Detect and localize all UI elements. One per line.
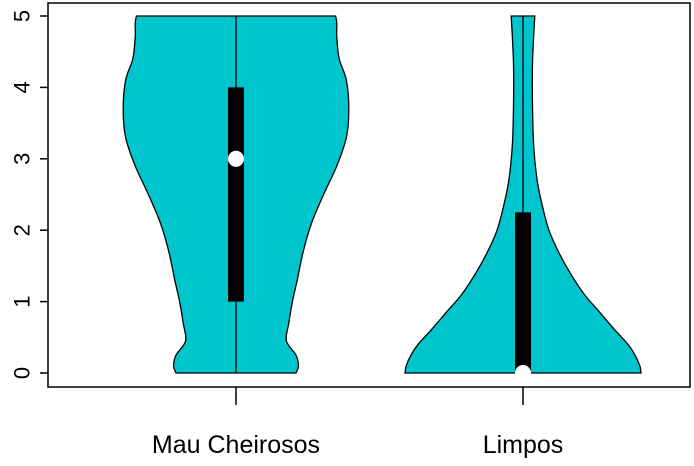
y-tick-label: 0 <box>10 367 35 379</box>
violins <box>122 15 642 381</box>
y-tick-label: 5 <box>10 10 35 22</box>
y-axis: 0 1 2 3 4 5 <box>10 10 48 379</box>
violin-box <box>515 212 531 373</box>
violin-mau-cheirosos <box>122 15 350 374</box>
x-tick-label: Mau Cheirosos <box>152 431 320 459</box>
y-tick-label: 4 <box>10 81 35 93</box>
violin-median-point <box>515 365 531 381</box>
y-tick-label: 2 <box>10 224 35 236</box>
x-axis: Mau Cheirosos Limpos <box>152 387 563 459</box>
y-tick-label: 3 <box>10 153 35 165</box>
violin-limpos <box>404 15 642 381</box>
x-tick-label: Limpos <box>483 431 564 459</box>
violin-box <box>228 87 244 302</box>
y-tick-label: 1 <box>10 295 35 307</box>
violin-median-point <box>228 150 244 167</box>
plot-frame <box>47 2 691 388</box>
